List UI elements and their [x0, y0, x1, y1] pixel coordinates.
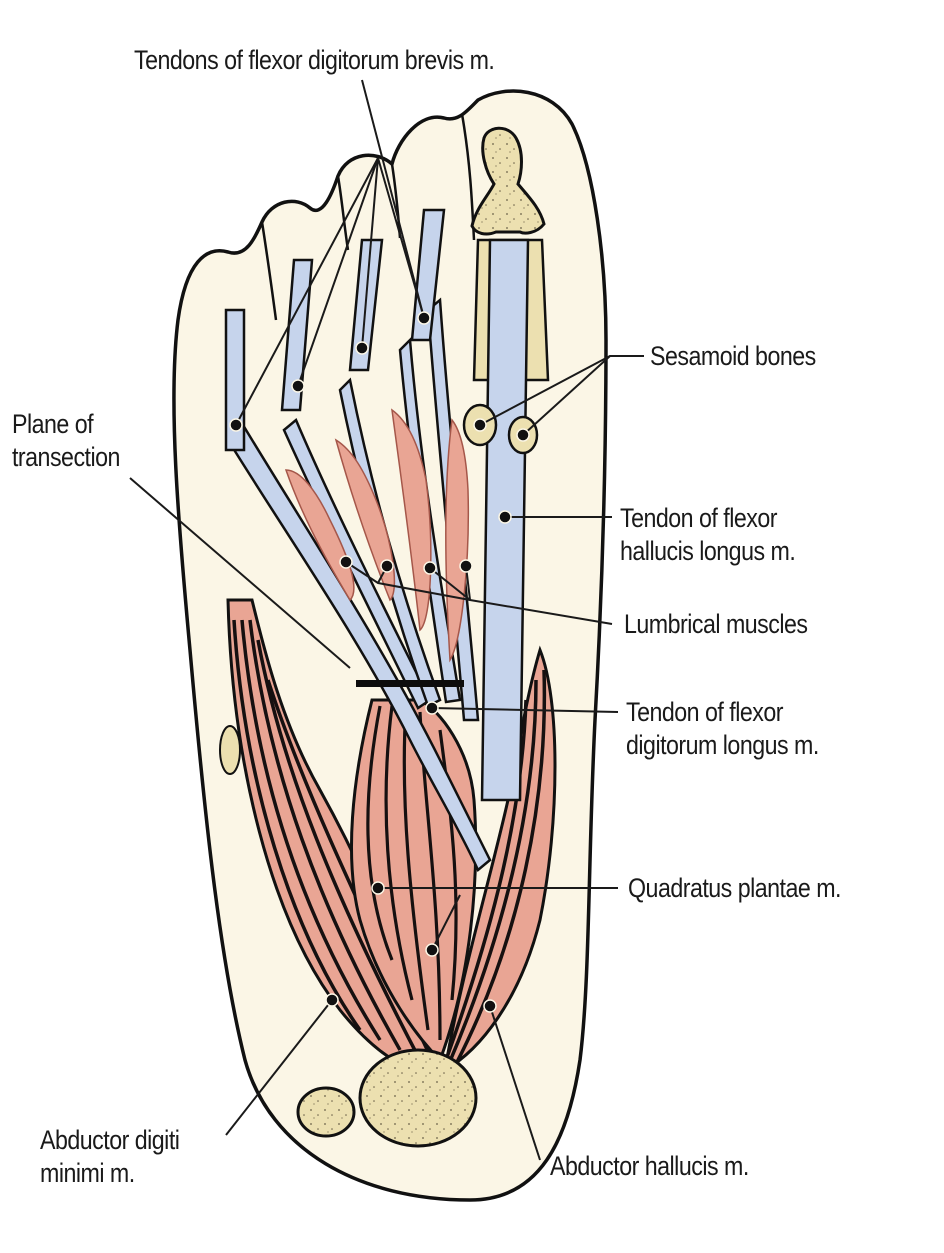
calcaneus: [219, 725, 478, 1148]
label-fdb-tendons: Tendons of flexor digitorum brevis m.: [134, 45, 495, 75]
label-plane-of-transection: Plane of transection: [12, 409, 120, 472]
leader-dots: [229, 311, 530, 1013]
label-fhl-tendon: Tendon of flexor hallucis longus m.: [620, 503, 796, 566]
leader-lines: [129, 79, 644, 1161]
label-abductor-digiti-minimi: Abductor digiti minimi m.: [40, 1125, 180, 1188]
label-quadratus-plantae: Quadratus plantae m.: [628, 873, 841, 903]
lumbrical-muscles: [284, 408, 470, 663]
transection-plane-bar: [356, 680, 464, 687]
label-fdl-tendon: Tendon of flexor digitorum longus m.: [626, 697, 819, 760]
label-abductor-hallucis: Abductor hallucis m.: [550, 1151, 749, 1181]
label-sesamoid-bones: Sesamoid bones: [650, 341, 816, 371]
label-lumbrical-muscles: Lumbrical muscles: [624, 609, 808, 639]
